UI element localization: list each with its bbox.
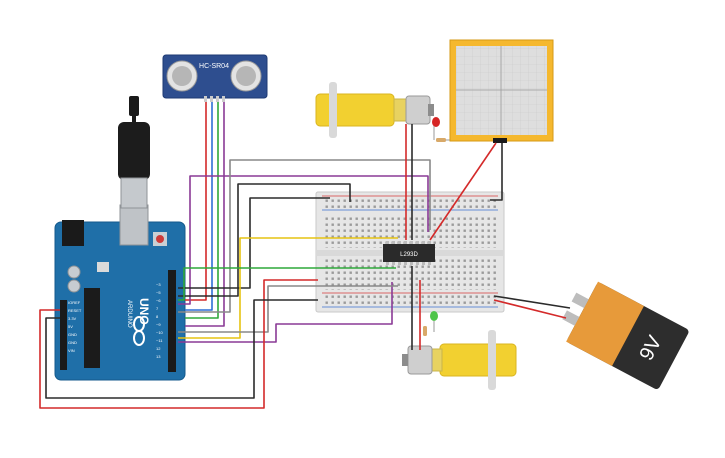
arduino-brand-text: ARDUINO [126,300,132,328]
wire-sensor-echo [185,102,219,319]
pin-label: ~10 [156,330,164,335]
wire-purple-bottom [178,282,393,343]
power-pin-header [60,300,67,370]
oscilloscope [449,39,554,143]
dc-power-jack [62,220,84,246]
wire-gray-top [178,159,431,313]
wire-yellow [178,237,398,339]
motor-driver-ic: L293D [383,241,435,265]
usb-port [119,204,149,246]
pin-label: 3.3V [68,316,77,321]
arduino-logo [133,316,145,346]
resistor-bottom [423,326,427,336]
pin-label: IOREF [68,300,81,305]
wire-sensor-trig [185,102,213,311]
arduino-uno-board: ARDUINO UNO ~3 ~5 ~6 7 8 ~9 ~10 ~11 12 13 IOREF RE… [54,204,186,381]
wire-green [178,267,396,301]
arduino-model-text: UNO [137,298,151,325]
pin-label: VIN [68,348,75,353]
usb-cable [118,96,150,209]
wire-purple-top [178,175,429,305]
ultrasonic-sensor: HC-SR04 [162,54,268,102]
sensor-label: HC-SR04 [199,63,229,70]
wire-battery-black [493,295,571,309]
wire-black-2 [178,197,330,289]
microcontroller-chip [84,288,100,368]
dc-motor-bottom [402,330,517,390]
pin-label: ~6 [156,298,161,303]
wire-power-red [39,279,318,409]
wire-sensor-vcc [185,102,207,301]
pin-label: 5V [68,324,73,329]
digital-pin-header [168,270,176,372]
pin-label: GND [68,332,77,337]
battery-9v: 9V [562,281,689,390]
pin-label: ~9 [156,322,161,327]
pin-label: GND [68,340,77,345]
pin-label: ~11 [156,338,163,343]
pin-label: ~5 [156,290,161,295]
pin-label: 13 [156,354,161,359]
wire-scope-black [490,143,503,201]
pin-label: 8 [156,314,159,319]
pin-label: 7 [156,306,159,311]
red-led [432,117,440,140]
green-led [430,311,438,332]
wire-gray-bottom [178,285,398,333]
wire-black-top [178,183,351,297]
pin-label: 12 [156,346,161,351]
driver-ic-label: L293D [400,252,418,258]
pin-label: ~3 [156,282,161,287]
wire-power-black [45,299,318,399]
wire-scope-red [429,142,497,241]
wire-battery-red [493,299,567,319]
wires [39,102,571,409]
pin-label: RESET [68,308,82,313]
dc-motor-top [315,82,434,138]
